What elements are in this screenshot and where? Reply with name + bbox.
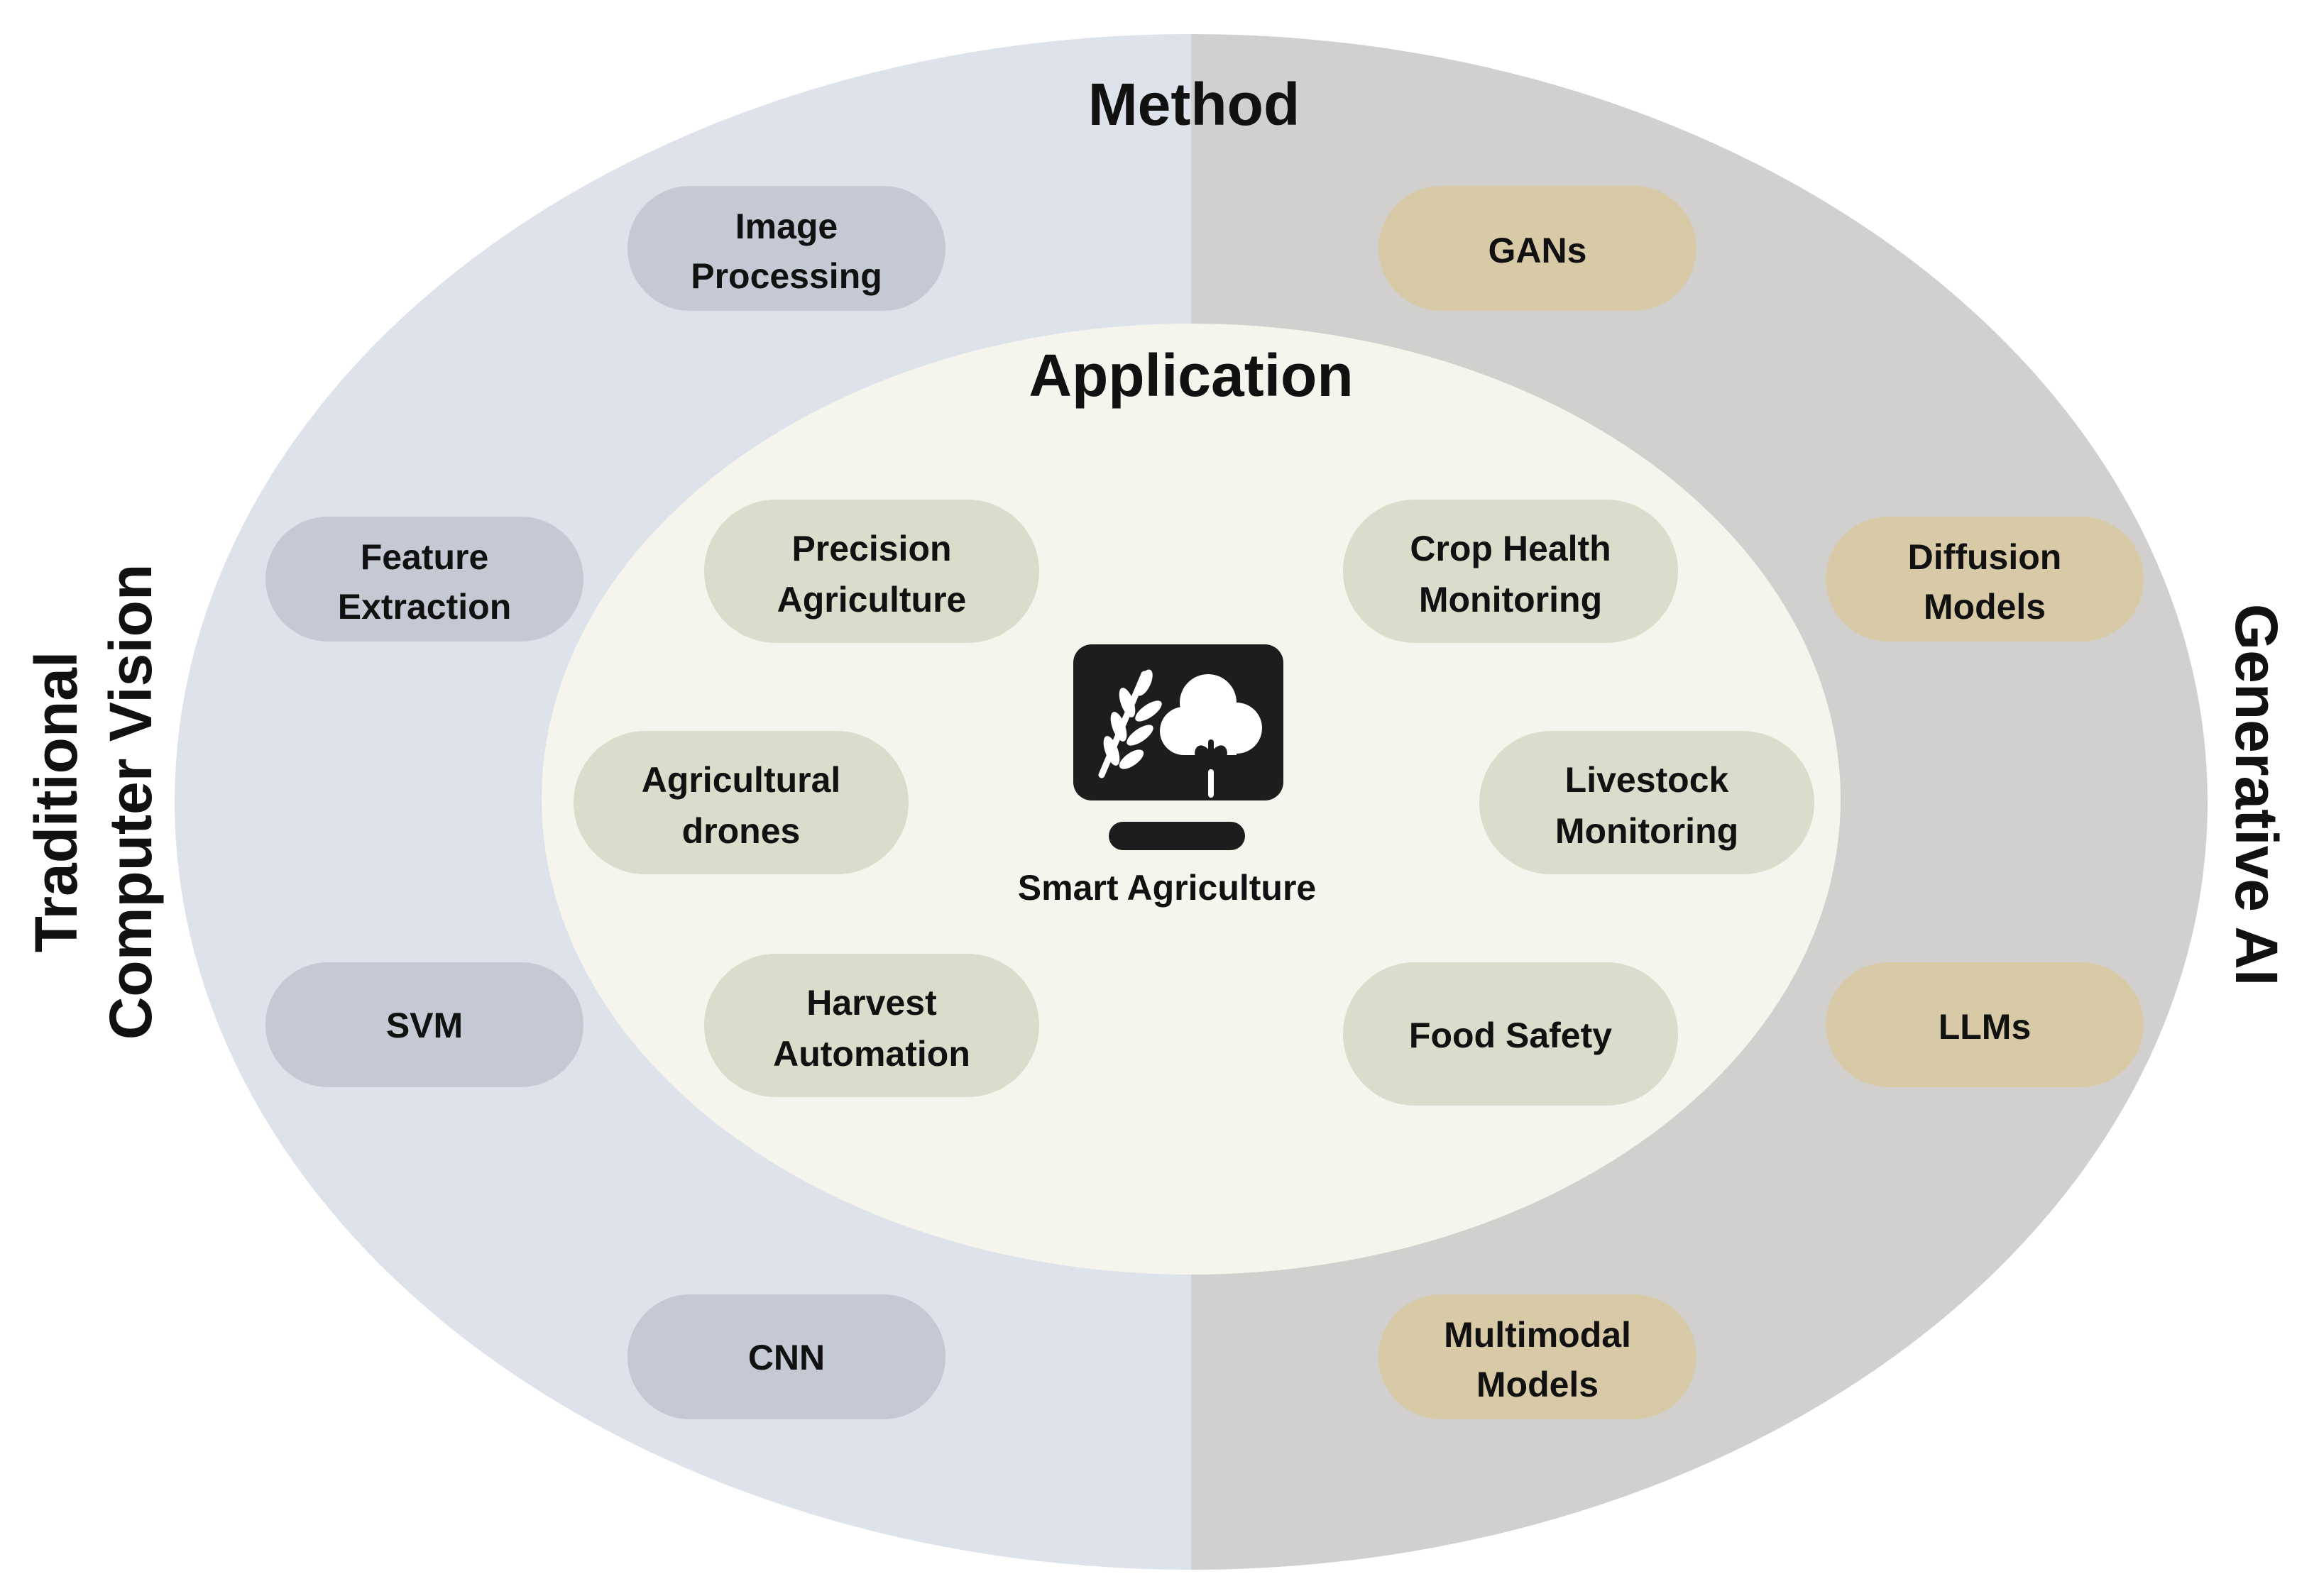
pill-line2: Agriculture bbox=[777, 580, 967, 620]
pill-line1: LLMs bbox=[1939, 1007, 2032, 1047]
pill-line1: CNN bbox=[748, 1338, 825, 1377]
traditional-label-line2: Computer Vision bbox=[97, 564, 164, 1040]
pill-line1: Food Safety bbox=[1409, 1016, 1612, 1055]
pill-line2: Automation bbox=[773, 1034, 970, 1074]
pill-line1: Diffusion bbox=[1908, 537, 2062, 577]
method-pill-multimodal-models: Multimodal Models bbox=[1378, 1294, 1696, 1419]
pill-line2: Models bbox=[1476, 1365, 1599, 1404]
smart-agriculture-caption: Smart Agriculture bbox=[1018, 868, 1316, 908]
pill-line1: Crop Health bbox=[1410, 529, 1611, 568]
pill-line1: SVM bbox=[386, 1006, 463, 1045]
pill-line1: Image bbox=[735, 207, 838, 246]
application-title: Application bbox=[1029, 342, 1353, 409]
pill-line2: Processing bbox=[691, 256, 882, 296]
application-pill-harvest-automation: Harvest Automation bbox=[704, 954, 1039, 1097]
cotton-icon bbox=[1160, 674, 1262, 798]
pill-line1: GANs bbox=[1489, 231, 1587, 270]
pill-line1: Livestock bbox=[1565, 760, 1729, 800]
pill-line1: Multimodal bbox=[1444, 1315, 1631, 1355]
pill-line1: Agricultural bbox=[642, 760, 841, 800]
generative-ai-label: Generative AI bbox=[2223, 604, 2290, 986]
monitor-base bbox=[1109, 822, 1245, 850]
application-pill-precision-agriculture: Precision Agriculture bbox=[704, 500, 1039, 643]
pill-line2: Monitoring bbox=[1555, 811, 1738, 851]
method-title: Method bbox=[1088, 71, 1300, 138]
method-pill-feature-extraction: Feature Extraction bbox=[265, 517, 583, 642]
application-pill-food-safety: Food Safety bbox=[1343, 962, 1678, 1106]
method-pill-image-processing: Image Processing bbox=[627, 186, 945, 311]
pill-line1: Precision bbox=[791, 529, 951, 568]
application-pill-crop-health-monitoring: Crop Health Monitoring bbox=[1343, 500, 1678, 643]
method-pill-gans: GANs bbox=[1378, 186, 1696, 311]
pill-line2: Models bbox=[1924, 587, 2046, 627]
pill-line2: Extraction bbox=[338, 587, 512, 627]
pill-line2: drones bbox=[682, 811, 801, 851]
generative-label-text: Generative AI bbox=[2223, 604, 2290, 986]
method-pill-diffusion-models: Diffusion Models bbox=[1826, 517, 2144, 642]
traditional-label-line1: Traditional bbox=[23, 651, 89, 953]
monitor-wheat-cotton-icon bbox=[1073, 644, 1283, 850]
application-pill-livestock-monitoring: Livestock Monitoring bbox=[1479, 731, 1814, 874]
wheat-icon bbox=[1098, 669, 1162, 778]
pill-line1: Harvest bbox=[806, 983, 937, 1023]
traditional-cv-label: Traditional Computer Vision bbox=[23, 564, 164, 1040]
method-pill-cnn: CNN bbox=[627, 1294, 945, 1419]
method-pill-llms: LLMs bbox=[1826, 962, 2144, 1087]
method-pill-svm: SVM bbox=[265, 962, 583, 1087]
pill-line1: Feature bbox=[361, 537, 489, 577]
pill-line2: Monitoring bbox=[1419, 580, 1602, 620]
application-pill-agricultural-drones: Agricultural drones bbox=[574, 731, 909, 874]
